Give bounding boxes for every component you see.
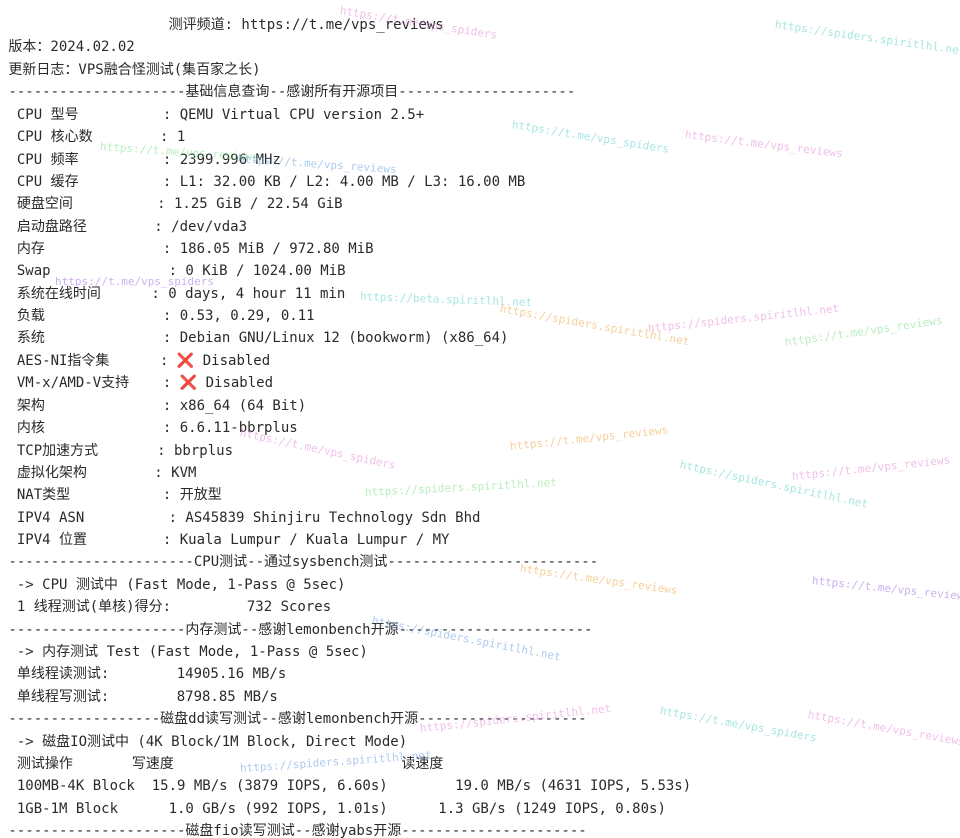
vmx-value: Disabled [197,375,274,391]
channel-line: 测评频道: https://t.me/vps_reviews [0,17,444,33]
changelog-line: 更新日志：VPS融合怪测试(集百家之长) [0,62,261,78]
tcp-accel-line: TCP加速方式 : bbrplus [0,443,234,459]
ipv4-location-line: IPV4 位置 : Kuala Lumpur / Kuala Lumpur / … [0,532,450,548]
cpu-frequency-line: CPU 频率 : 2399.996 MHz [0,152,281,168]
disk-space-line: 硬盘空间 : 1.25 GiB / 22.54 GiB [0,196,343,212]
nat-type-line: NAT类型 : 开放型 [0,487,222,503]
disk-4k-row: 100MB-4K Block 15.9 MB/s (3879 IOPS, 6.6… [0,778,692,794]
kernel-line: 内核 : 6.6.11-bbrplus [0,420,298,436]
virtualization-line: 虚拟化架构 : KVM [0,465,197,481]
aes-ni-line: AES-NI指令集 : ❌ Disabled [0,350,270,372]
arch-line: 架构 : x86_64 (64 Bit) [0,398,307,414]
cpu-cores-line: CPU 核心数 : 1 [0,129,186,145]
section-disk-fio-test: ---------------------磁盘fio读写测试--感谢yabs开源… [0,823,587,838]
section-basic-info: ---------------------基础信息查询--感谢所有开源项目---… [0,84,576,100]
memory-test-mode-line: -> 内存测试 Test (Fast Mode, 1-Pass @ 5sec) [0,644,368,660]
os-line: 系统 : Debian GNU/Linux 12 (bookworm) (x86… [0,330,509,346]
disk-table-header: 测试操作 写速度 读速度 [0,756,444,772]
cross-mark-icon: ❌ [179,375,198,391]
cpu-model-line: CPU 型号 : QEMU Virtual CPU version 2.5+ [0,107,425,123]
uptime-line: 系统在线时间 : 0 days, 4 hour 11 min [0,286,346,302]
section-memory-test: ---------------------内存测试--感谢lemonbench开… [0,622,593,638]
memory-line: 内存 : 186.05 MiB / 972.80 MiB [0,241,374,257]
boot-disk-line: 启动盘路径 : /dev/vda3 [0,219,248,235]
aes-ni-label: AES-NI指令集 : [0,353,177,369]
section-cpu-test: ----------------------CPU测试--通过sysbench测… [0,554,599,570]
memory-read-line: 单线程读测试: 14905.16 MB/s [0,666,287,682]
section-disk-dd-test: ------------------磁盘dd读写测试--感谢lemonbench… [0,711,587,727]
swap-line: Swap : 0 KiB / 1024.00 MiB [0,263,346,279]
ipv4-asn-line: IPV4 ASN : AS45839 Shinjiru Technology S… [0,510,481,526]
cpu-score-line: 1 线程测试(单核)得分: 732 Scores [0,599,332,615]
cpu-test-mode-line: -> CPU 测试中 (Fast Mode, 1-Pass @ 5sec) [0,577,346,593]
load-line: 负载 : 0.53, 0.29, 0.11 [0,308,315,324]
vmx-line: VM-x/AMD-V支持 : ❌ Disabled [0,372,273,394]
vmx-label: VM-x/AMD-V支持 : [0,375,180,391]
disk-test-mode-line: -> 磁盘IO测试中 (4K Block/1M Block, Direct Mo… [0,734,408,750]
cpu-cache-line: CPU 缓存 : L1: 32.00 KB / L2: 4.00 MB / L3… [0,174,526,190]
aes-ni-value: Disabled [194,353,271,369]
version-line: 版本：2024.02.02 [0,39,135,55]
memory-write-line: 单线程写测试: 8798.85 MB/s [0,689,278,705]
cross-mark-icon: ❌ [176,353,195,369]
disk-1m-row: 1GB-1M Block 1.0 GB/s (992 IOPS, 1.01s) … [0,801,666,817]
